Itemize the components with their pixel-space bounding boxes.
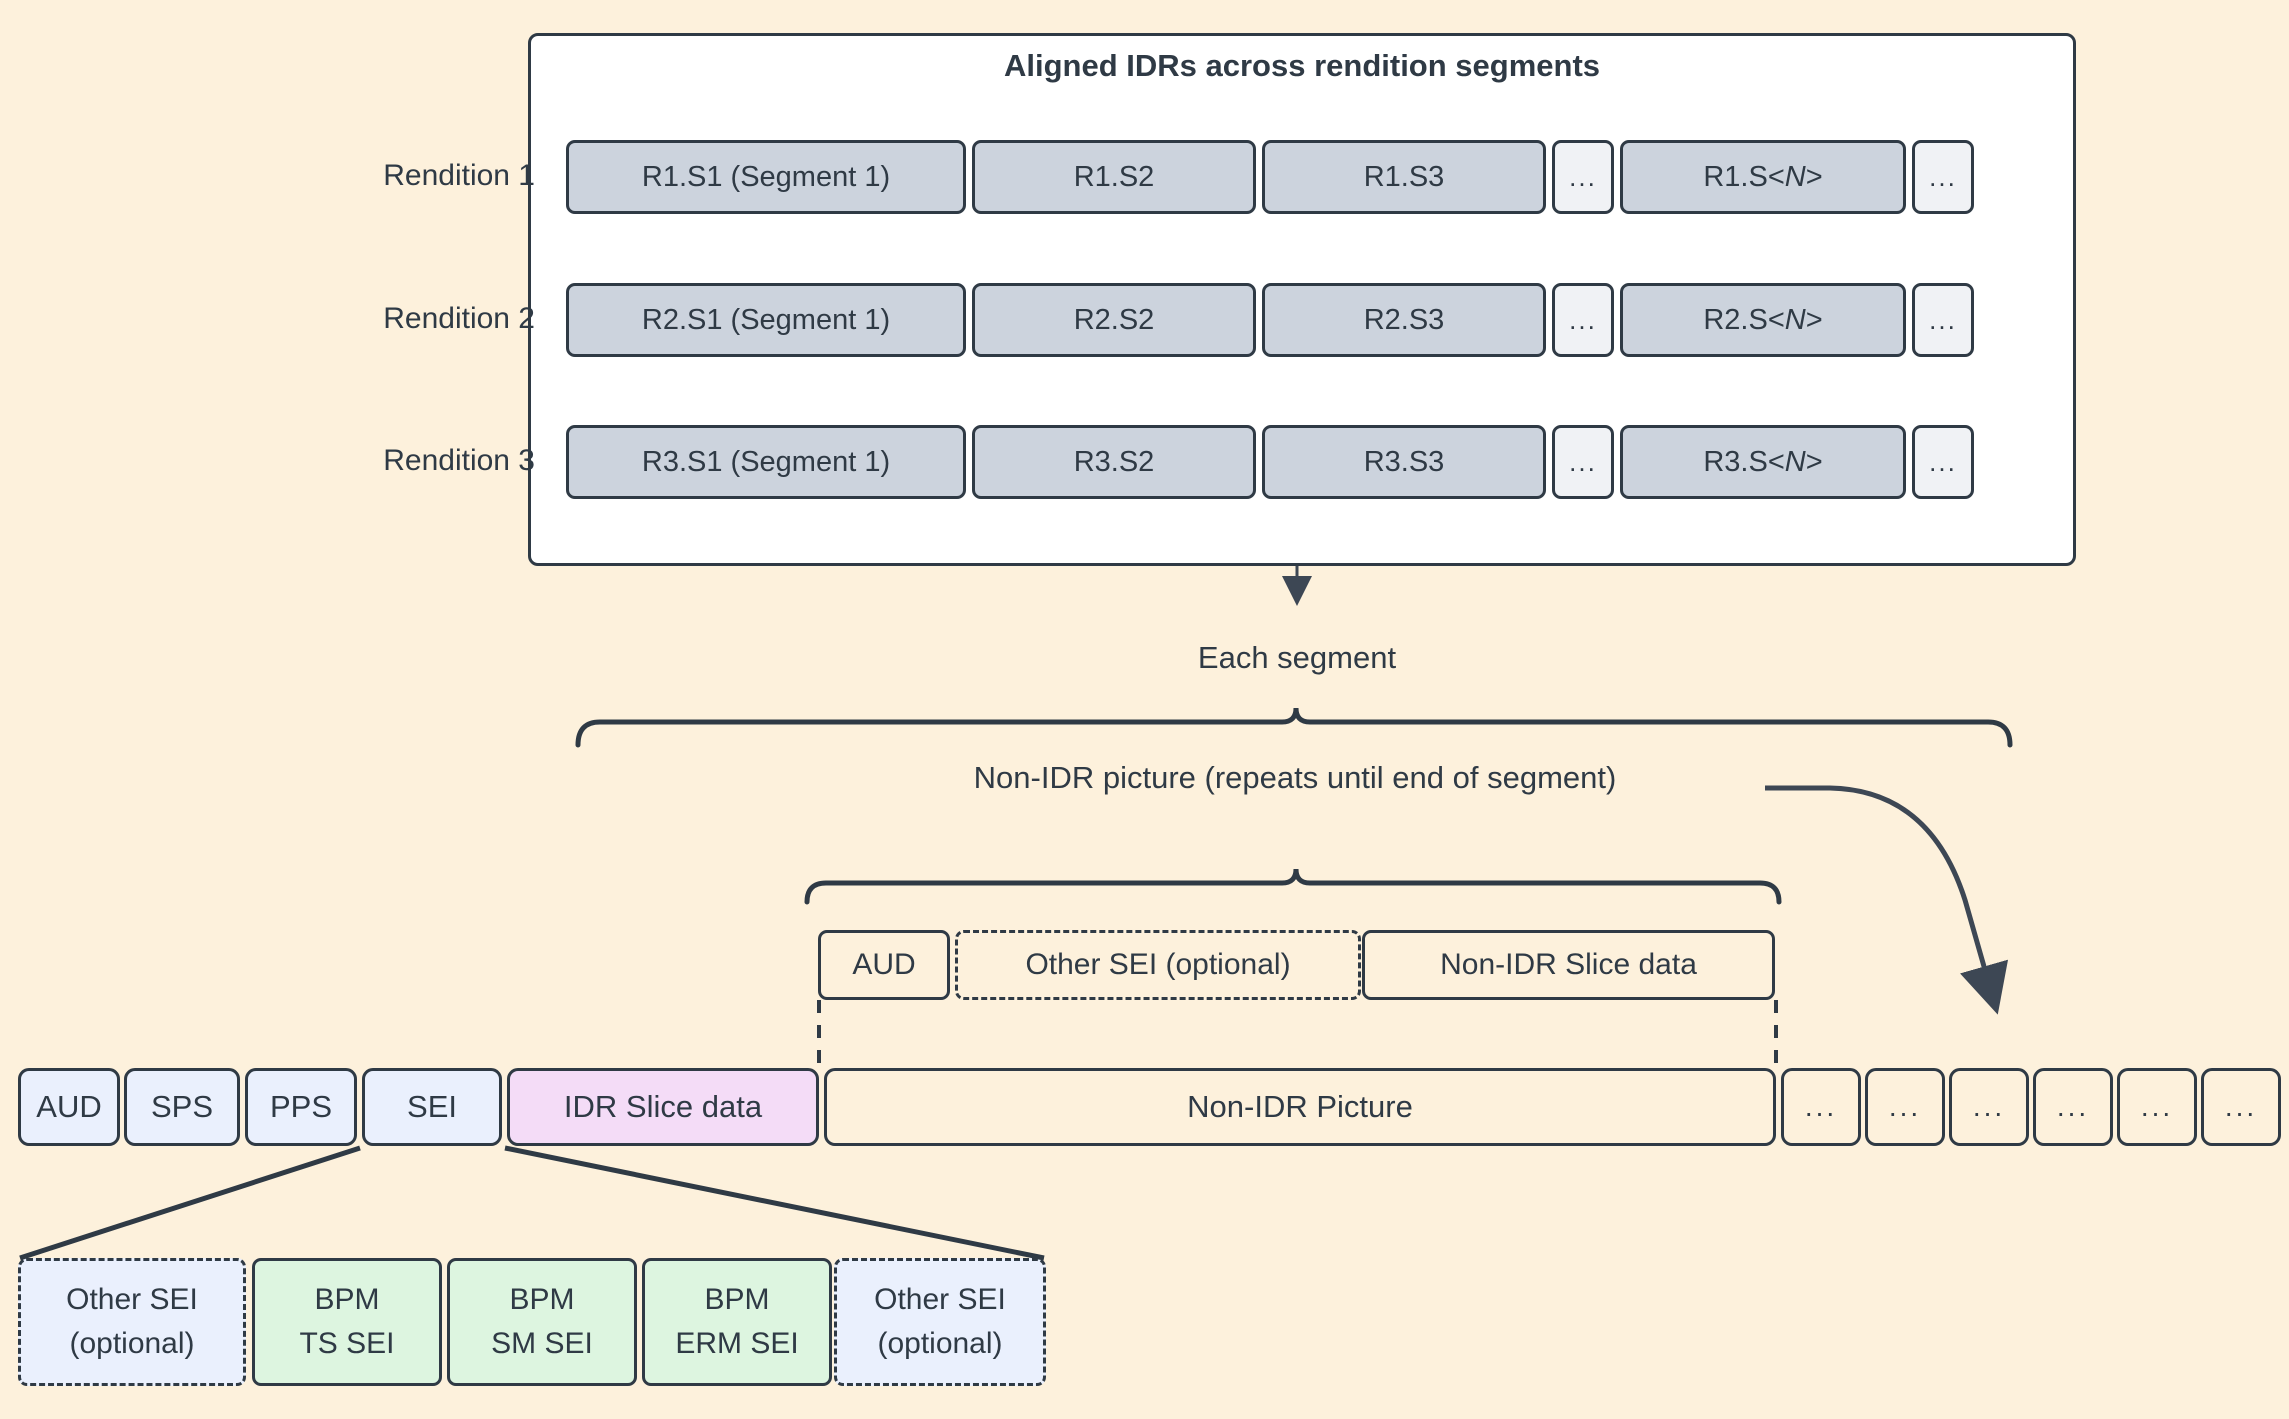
rendition-1-row: R1.S1 (Segment 1) R1.S2 R1.S3 ... R1.S<N… <box>566 140 1974 214</box>
rendition-3-label-wrap: Rendition 3 <box>275 440 535 482</box>
segment-ellipsis: ... <box>1552 140 1614 214</box>
sei-bpm-sm-line1: BPM <box>509 1283 575 1316</box>
nonidr-repeat-label: Non-IDR picture (repeats until end of se… <box>973 760 1617 795</box>
sei-bpm-ts: BPM TS SEI <box>252 1258 442 1386</box>
segment-cell: R3.S1 (Segment 1) <box>566 425 966 499</box>
nal-aud: AUD <box>18 1068 120 1146</box>
sei-bpm-sm-line2: SM SEI <box>491 1327 593 1360</box>
sei-bpm-ts-line2: TS SEI <box>299 1327 395 1360</box>
segment-cell: R3.S3 <box>1262 425 1546 499</box>
segment-cell: R1.S1 (Segment 1) <box>566 140 966 214</box>
segment-ellipsis: ... <box>1552 283 1614 357</box>
nal-pps: PPS <box>245 1068 357 1146</box>
sei-other-left: Other SEI (optional) <box>18 1258 246 1386</box>
sei-other-left-line1: Other SEI <box>66 1283 198 1316</box>
segment-cell-n-text: R2.S<N> <box>1703 304 1823 336</box>
rendition-2-label-wrap: Rendition 2 <box>275 298 535 340</box>
segment-cell-n: R1.S<N> <box>1620 140 1906 214</box>
segment-cell: R2.S3 <box>1262 283 1546 357</box>
nal-sei: SEI <box>362 1068 502 1146</box>
nal-nonidr-slice-inner: Non-IDR Slice data <box>1362 930 1775 1000</box>
rendition-3-label: Rendition 3 <box>383 444 535 477</box>
segment-ellipsis: ... <box>1912 283 1974 357</box>
sei-other-left-line2: (optional) <box>69 1327 195 1360</box>
segment-ellipsis: ... <box>1912 140 1974 214</box>
segment-cell: R1.S3 <box>1262 140 1546 214</box>
nal-nonidr-picture: Non-IDR Picture <box>824 1068 1776 1146</box>
sei-bpm-erm: BPM ERM SEI <box>642 1258 832 1386</box>
segment-cell: R2.S1 (Segment 1) <box>566 283 966 357</box>
sei-bpm-erm-line1: BPM <box>704 1283 770 1316</box>
segment-cell-n-text: R1.S<N> <box>1703 161 1823 193</box>
sei-bpm-sm: BPM SM SEI <box>447 1258 637 1386</box>
segment-cell-n: R2.S<N> <box>1620 283 1906 357</box>
nal-aud-inner: AUD <box>818 930 950 1000</box>
rendition-2-row: R2.S1 (Segment 1) R2.S2 R2.S3 ... R2.S<N… <box>566 283 1974 357</box>
nal-ellipsis: ... <box>1781 1068 1861 1146</box>
nal-ellipsis: ... <box>1865 1068 1945 1146</box>
sei-bpm-ts-line1: BPM <box>314 1283 380 1316</box>
segment-cell-n-text: R3.S<N> <box>1703 446 1823 478</box>
rendition-3-row: R3.S1 (Segment 1) R3.S2 R3.S3 ... R3.S<N… <box>566 425 1974 499</box>
sei-other-right: Other SEI (optional) <box>834 1258 1046 1386</box>
each-segment-label: Each segment <box>1197 640 1397 675</box>
rendition-1-label: Rendition 1 <box>383 159 535 192</box>
nal-ellipsis: ... <box>2117 1068 2197 1146</box>
sei-other-right-line2: (optional) <box>877 1327 1003 1360</box>
nonidr-picture-brace <box>804 868 1782 905</box>
segment-cell: R3.S2 <box>972 425 1256 499</box>
nal-ellipsis: ... <box>1949 1068 2029 1146</box>
segment-brace <box>575 707 2013 748</box>
segment-cell: R2.S2 <box>972 283 1256 357</box>
segment-ellipsis: ... <box>1552 425 1614 499</box>
nal-idr-slice-data: IDR Slice data <box>507 1068 819 1146</box>
nonidr-curved-arrow <box>1765 785 2009 1015</box>
sei-expansion-connectors <box>19 1145 1045 1261</box>
inner-row-dashed-connectors <box>817 1000 1778 1068</box>
segment-cell: R1.S2 <box>972 140 1256 214</box>
segment-ellipsis: ... <box>1912 425 1974 499</box>
sei-other-right-line1: Other SEI <box>874 1283 1006 1316</box>
nal-ellipsis: ... <box>2201 1068 2281 1146</box>
aligned-idrs-title: Aligned IDRs across rendition segments <box>1003 48 1601 83</box>
nal-other-sei-inner: Other SEI (optional) <box>955 930 1361 1000</box>
sei-bpm-erm-line2: ERM SEI <box>675 1327 799 1360</box>
nal-ellipsis: ... <box>2033 1068 2113 1146</box>
segment-cell-n: R3.S<N> <box>1620 425 1906 499</box>
rendition-1-label-wrap: Rendition 1 <box>275 155 535 197</box>
nal-sps: SPS <box>124 1068 240 1146</box>
rendition-2-label: Rendition 2 <box>383 302 535 335</box>
